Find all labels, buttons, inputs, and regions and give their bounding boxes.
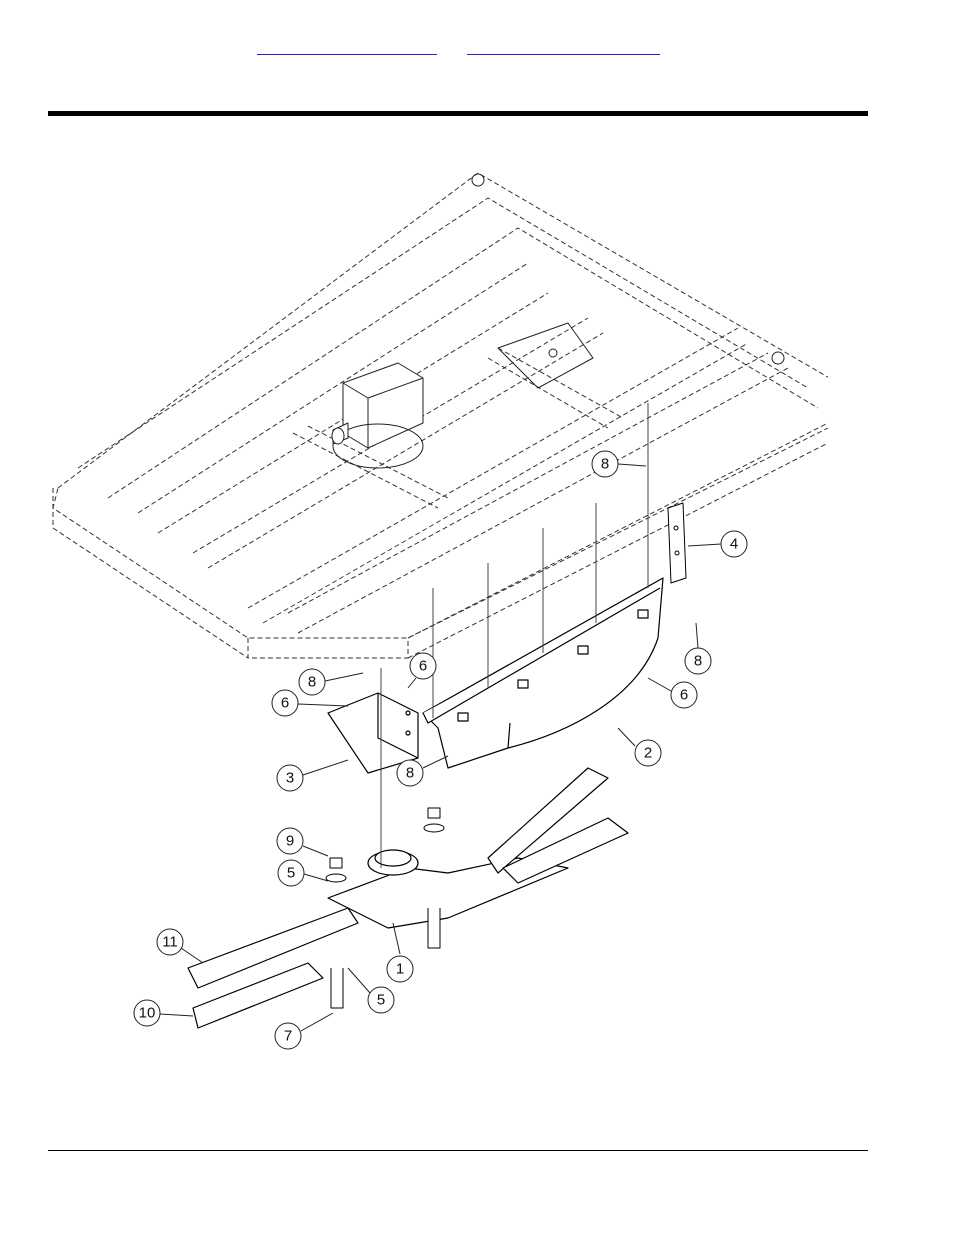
svg-text:8: 8	[694, 653, 702, 670]
callout-5-lower: 5	[348, 968, 394, 1013]
svg-text:5: 5	[287, 865, 295, 882]
callout-6-top: 6	[408, 653, 436, 688]
footer-rule	[48, 1150, 868, 1151]
callout-9: 9	[277, 828, 328, 856]
svg-text:11: 11	[162, 934, 178, 951]
svg-text:7: 7	[284, 1028, 292, 1045]
svg-text:6: 6	[281, 695, 289, 712]
callout-1: 1	[387, 923, 413, 982]
callout-7: 7	[275, 1013, 333, 1049]
svg-text:6: 6	[680, 687, 688, 704]
svg-text:10: 10	[139, 1005, 156, 1022]
svg-text:6: 6	[419, 658, 427, 675]
callout-8-frame: 8	[592, 451, 646, 477]
deck-frame	[53, 173, 828, 658]
hitch-bracket	[472, 174, 784, 388]
svg-text:4: 4	[730, 536, 738, 553]
callout-8-right: 8	[685, 623, 711, 674]
vertical-strap	[668, 503, 686, 583]
svg-text:9: 9	[286, 833, 294, 850]
nav-link-2[interactable]	[467, 43, 660, 55]
callout-10: 10	[134, 1000, 193, 1026]
svg-text:2: 2	[644, 745, 652, 762]
svg-text:1: 1	[396, 961, 404, 978]
callout-2: 2	[618, 728, 661, 766]
callout-11: 11	[157, 929, 203, 963]
svg-text:3: 3	[286, 770, 294, 787]
svg-text:8: 8	[406, 765, 414, 782]
svg-text:8: 8	[308, 674, 316, 691]
header-rule	[48, 111, 868, 116]
callout-5-upper: 5	[278, 860, 328, 886]
gearbox	[332, 363, 423, 468]
nav-link-1[interactable]	[257, 43, 437, 55]
svg-text:8: 8	[601, 456, 609, 473]
callout-6-right: 6	[648, 678, 697, 708]
callout-3: 3	[277, 760, 348, 791]
parts-exploded-diagram: 1 2 3 4 5 5 6	[48, 168, 828, 1053]
svg-text:5: 5	[377, 992, 385, 1009]
callout-4: 4	[688, 531, 747, 557]
callout-8-left: 8	[299, 669, 363, 695]
